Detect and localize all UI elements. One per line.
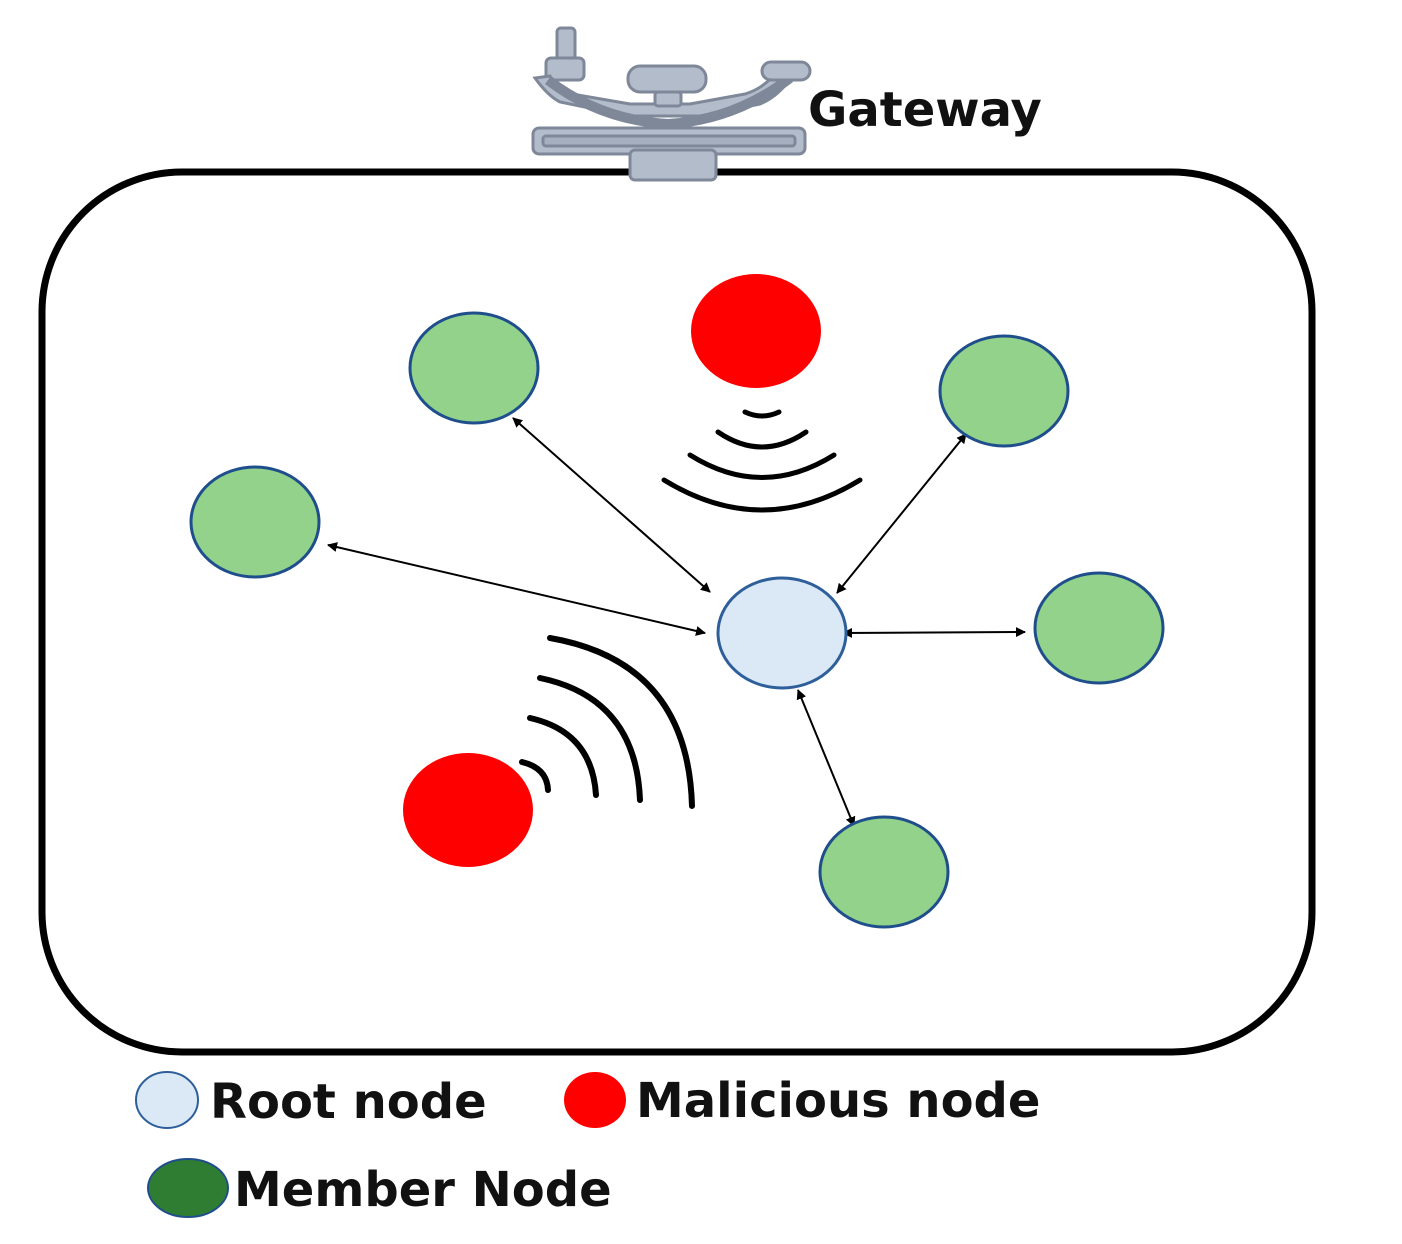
links (327, 417, 1026, 827)
signal-waves-top (661, 409, 863, 513)
malicious-node-top (691, 274, 821, 388)
gateway-label: Gateway (808, 82, 1042, 138)
legend-malicious-label: Malicious node (636, 1073, 1040, 1129)
member-node-topleft (408, 311, 540, 425)
satellite-dish-icon (531, 26, 812, 182)
malicious-nodes (403, 274, 821, 867)
member-nodes (189, 311, 1165, 929)
legend-root-label: Root node (210, 1074, 487, 1130)
member-node-left (189, 465, 321, 579)
member-node-topright (938, 334, 1070, 448)
root-node (716, 576, 848, 690)
member-node-bottom (818, 815, 950, 929)
legend-malicious-swatch (564, 1072, 626, 1128)
link-root-member-right (842, 627, 1026, 638)
legend-member-swatch (147, 1158, 229, 1218)
malicious-node-bottom (403, 753, 533, 867)
link-root-member-bottom (796, 689, 856, 827)
link-root-member-left (327, 542, 706, 636)
legend: Root node Malicious node Member Node (135, 1071, 1040, 1218)
legend-member-label: Member Node (234, 1162, 612, 1218)
signal-waves-bottom (519, 635, 695, 809)
legend-root-swatch (135, 1071, 199, 1129)
link-root-member-topright (836, 433, 967, 594)
link-root-member-topleft (512, 417, 711, 593)
member-node-right (1033, 571, 1165, 685)
